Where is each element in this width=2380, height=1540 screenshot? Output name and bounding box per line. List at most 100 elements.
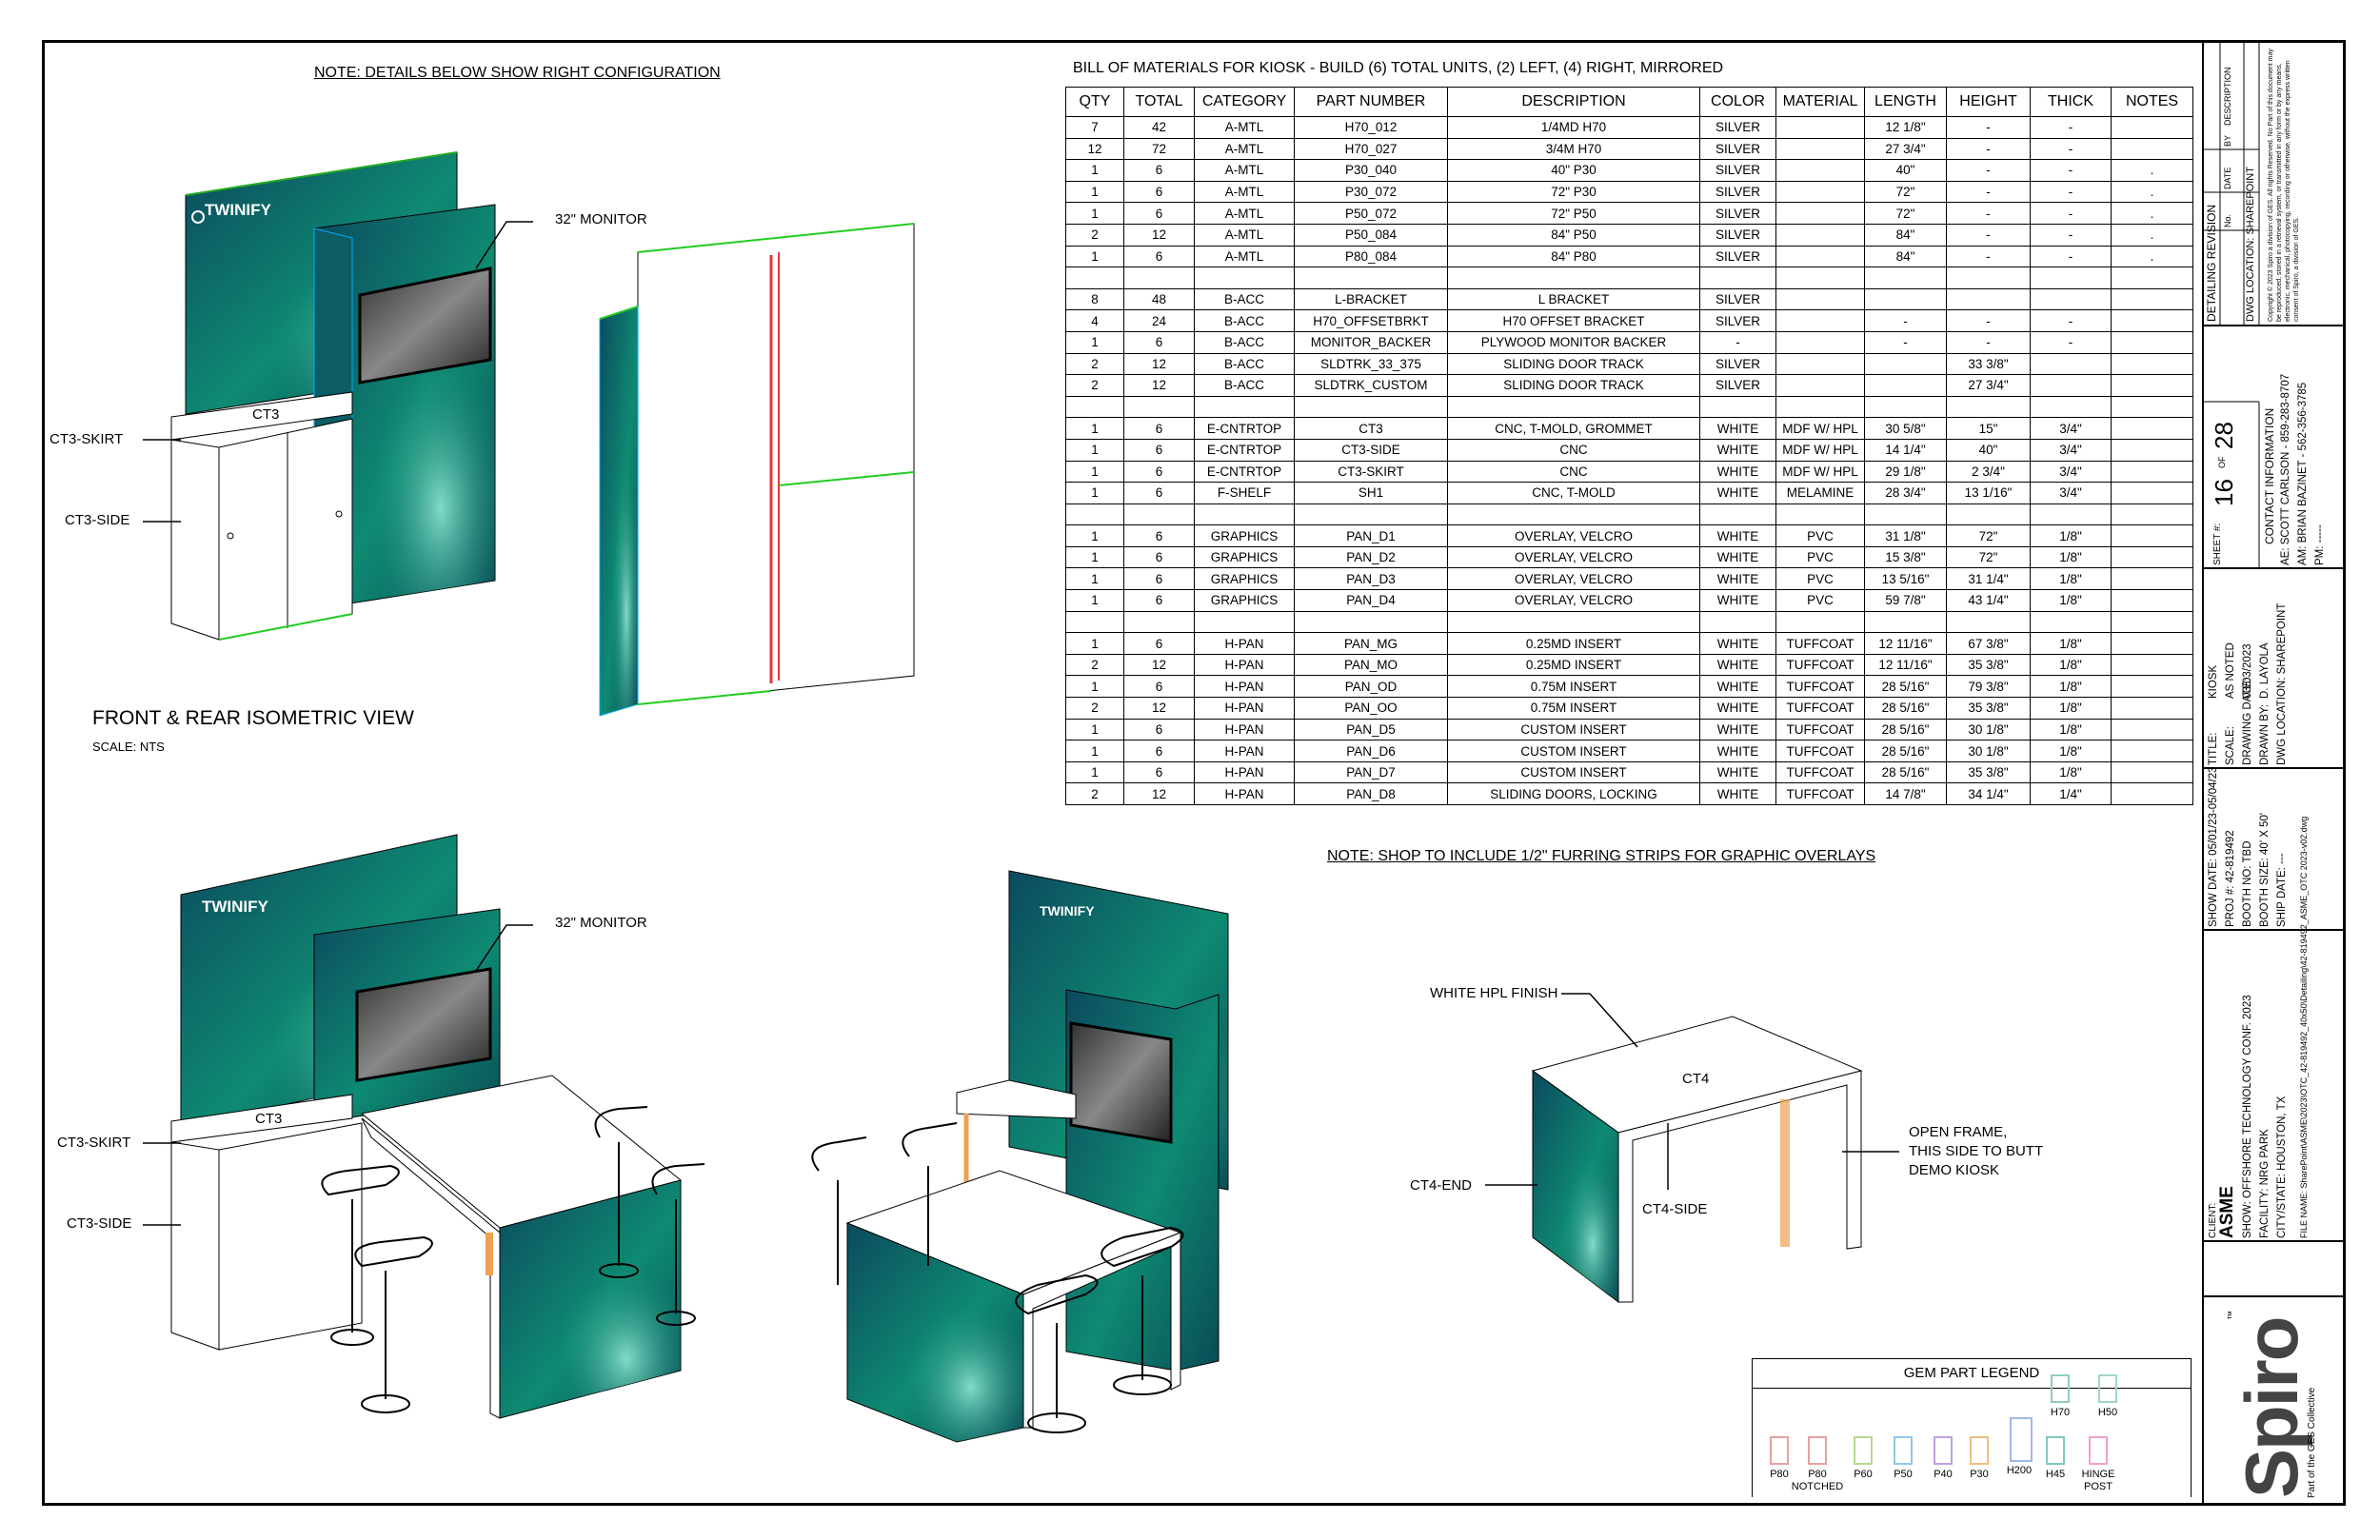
bom-cell: 1/4" [2030,782,2112,805]
view-title: FRONT & REAR ISOMETRIC VIEW [92,707,414,729]
bom-cell: E-CNTRTOP [1194,438,1295,462]
bom-cell: 13 1/16" [1946,482,2031,504]
note-furring-strips: NOTE: SHOP TO INCLUDE 1/2" FURRING STRIP… [1327,848,1876,864]
bom-row [1065,267,2193,289]
bom-cell: 1/4MD H70 [1447,116,1700,139]
bom-cell: WHITE [1699,567,1776,591]
bom-cell: 28 5/16" [1864,760,1947,784]
bom-cell: H70_OFFSETBRKT [1294,309,1448,332]
bom-cell: WHITE [1699,524,1776,547]
legend-label-p80: P80 [1770,1469,1789,1480]
bom-header-notes: NOTES [2111,87,2193,117]
brand-text-3: TWINIFY [1040,903,1095,918]
bom-cell: 12 [1123,697,1195,720]
bom-cell: 0.25MD INSERT [1447,653,1700,677]
sheet-label: SHEET #: [2212,523,2223,565]
kiosk-front-iso-top: TWINIFY [170,151,496,641]
bom-cell: CT3 [1294,417,1448,440]
contact-ae: AE: SCOTT CARLSON - 859-283-8707 [2280,373,2291,565]
legend-swatch-h200 [2010,1417,2033,1462]
legend-swatch-p40 [1934,1436,1953,1465]
spiro-logo-tm: ™ [2227,1311,2237,1320]
bom-cell: PAN_OO [1294,697,1448,720]
file-name: FILE NAME: SharePoint\ASME\2023\OTC_42-8… [2299,816,2309,1238]
bom-cell: MELAMINE [1775,482,1865,504]
callout-ct4: CT4 [1682,1071,1710,1087]
bom-title: BILL OF MATERIALS FOR KIOSK - BUILD (6) … [1073,60,1724,76]
bom-cell: OVERLAY, VELCRO [1447,524,1700,547]
drawing-canvas: TWINIFY TWINIFY [143,151,1899,1443]
legend-label-p40: P40 [1934,1469,1953,1480]
bom-row [1065,610,2193,634]
bom-cell: 33 3/8" [1946,352,2031,376]
bom-cell: 1/8" [2030,589,2112,612]
legend-label-h50: H50 [2098,1407,2117,1418]
legend-label-hinge: POST [2084,1481,2112,1492]
bom-cell: WHITE [1699,782,1776,805]
legend-swatch-h45 [2046,1436,2065,1465]
bom-cell: TUFFCOAT [1775,740,1865,762]
bom-header-color: COLOR [1699,87,1776,117]
bom-header-material: MATERIAL [1775,87,1865,117]
legend-label-h45: H45 [2046,1469,2065,1480]
legend-swatch-h50 [2098,1374,2117,1403]
callout-ct3-skirt-1: CT3-SKIRT [50,431,124,447]
spiro-logo: Spiro [2230,1317,2313,1498]
rev-col-date: DATE [2223,167,2232,189]
dwg-location-1: DWG LOCATION: SHAREPOINT [2245,167,2256,322]
callout-open-frame: OPEN FRAME, THIS SIDE TO BUTT DEMO KIOSK [1909,1123,2043,1180]
bom-cell: 67 3/8" [1946,632,2031,655]
booth-size: BOOTH SIZE: 40' X 50' [2259,812,2271,927]
bom-cell: MONITOR_BACKER [1294,330,1448,354]
bom-cell: 1/8" [2030,567,2112,591]
bom-cell: L-BRACKET [1294,287,1448,311]
bom-header-category: CATEGORY [1194,87,1295,117]
bom-cell: P30_072 [1294,180,1448,204]
bom-cell: TUFFCOAT [1775,632,1865,655]
rev-col-description: DESCRIPTION [2223,67,2232,126]
bom-cell: TUFFCOAT [1775,782,1865,805]
bom-cell: MDF W/ HPL [1775,417,1865,440]
scale-label: SCALE: [2225,726,2236,765]
ship-date: SHIP DATE: --- [2276,853,2288,927]
legend-swatch-p60 [1854,1436,1873,1465]
bom-cell: 30 1/8" [1946,740,2031,762]
gem-part-legend: GEM PART LEGEND [1752,1358,2192,1497]
bom-cell: H-PAN [1194,782,1295,805]
callout-ct3-1: CT3 [252,406,280,423]
city-state: CITY/STATE: HOUSTON, TX [2276,1096,2288,1238]
callout-ct4-end: CT4-END [1410,1177,1473,1194]
legend-swatch-p80 [1770,1436,1789,1465]
brand-text-2: TWINIFY [202,898,269,916]
ct4-table-iso [1531,1016,1863,1304]
scale-value: AS NOTED [2225,642,2236,699]
legend-swatch-p50 [1894,1436,1913,1465]
contact-title: CONTACT INFORMATION [2263,407,2276,544]
bom-cell: PVC [1775,567,1865,591]
legend-label-hinge: HINGE [2082,1469,2115,1480]
drawn-by-label: DRAWN BY: [2259,703,2271,765]
bom-cell: 13 5/16" [1864,567,1947,591]
facility: FACILITY: NRG PARK [2259,1129,2271,1238]
callout-monitor-1: 32" MONITOR [555,211,647,227]
legend-label-p80n: NOTCHED [1792,1481,1843,1492]
bom-cell: GRAPHICS [1194,545,1295,569]
bom-cell: PAN_D2 [1294,545,1448,569]
bom-cell: 79 3/8" [1946,675,2031,699]
legend-swatch-h70 [2051,1374,2070,1403]
